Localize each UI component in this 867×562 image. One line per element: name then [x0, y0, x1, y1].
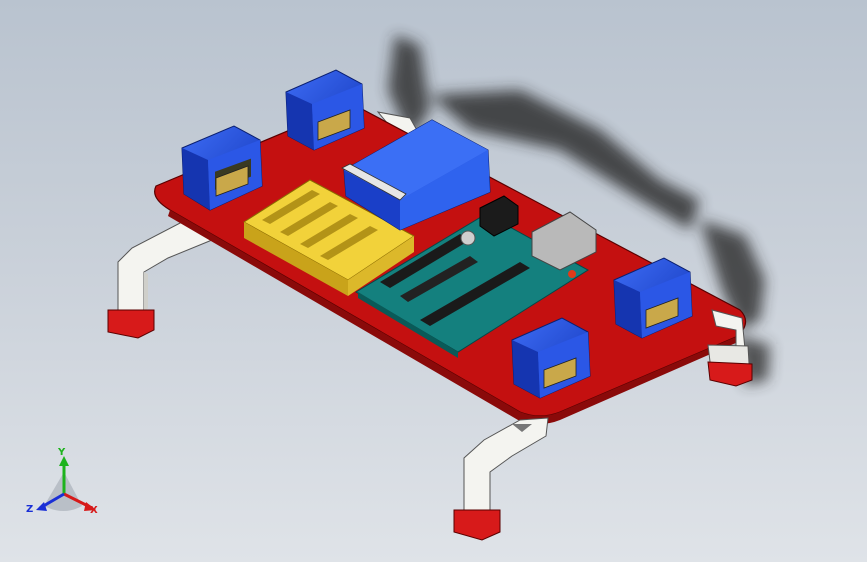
- axis-label-y: Y: [58, 447, 66, 458]
- arduino-board: [355, 195, 597, 358]
- axis-label-x: X: [90, 505, 98, 516]
- servo-motor-front-right: [613, 257, 693, 339]
- leg-front-right: [707, 309, 753, 387]
- triad-graphic: [36, 456, 96, 511]
- mini-breadboard: [243, 179, 415, 296]
- leg-back-left: [107, 221, 213, 339]
- blurred-shadow: [388, 35, 770, 385]
- servo-motor-back-right: [285, 69, 365, 151]
- servo-motor-front-left: [511, 317, 591, 399]
- battery-9v: [341, 119, 491, 231]
- axis-label-z: Z: [26, 504, 34, 515]
- leg-front-left: [453, 417, 549, 541]
- coordinate-triad[interactable]: Y Z X: [26, 448, 106, 524]
- servo-motor-back-left: [181, 125, 263, 211]
